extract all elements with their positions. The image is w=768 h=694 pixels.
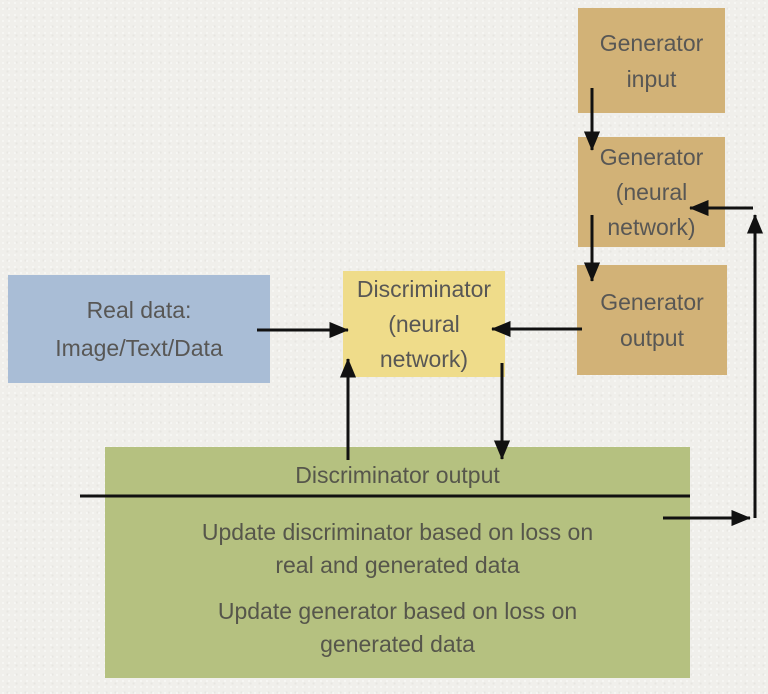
generator-network-box: Generator (neural network) [578,137,725,247]
real-data-box: Real data: Image/Text/Data [8,275,270,383]
loss-panel: Discriminator output Update discriminato… [105,447,690,678]
generator-input-box: Generator input [578,8,725,113]
update-discriminator-text: Update discriminator based on loss on re… [201,519,594,578]
discriminator-box: Discriminator (neural network) [343,271,505,377]
update-generator-text: Update generator based on loss on genera… [217,598,578,657]
generator-output-box: Generator output [577,265,727,375]
discriminator-output-label: Discriminator output [295,462,500,488]
